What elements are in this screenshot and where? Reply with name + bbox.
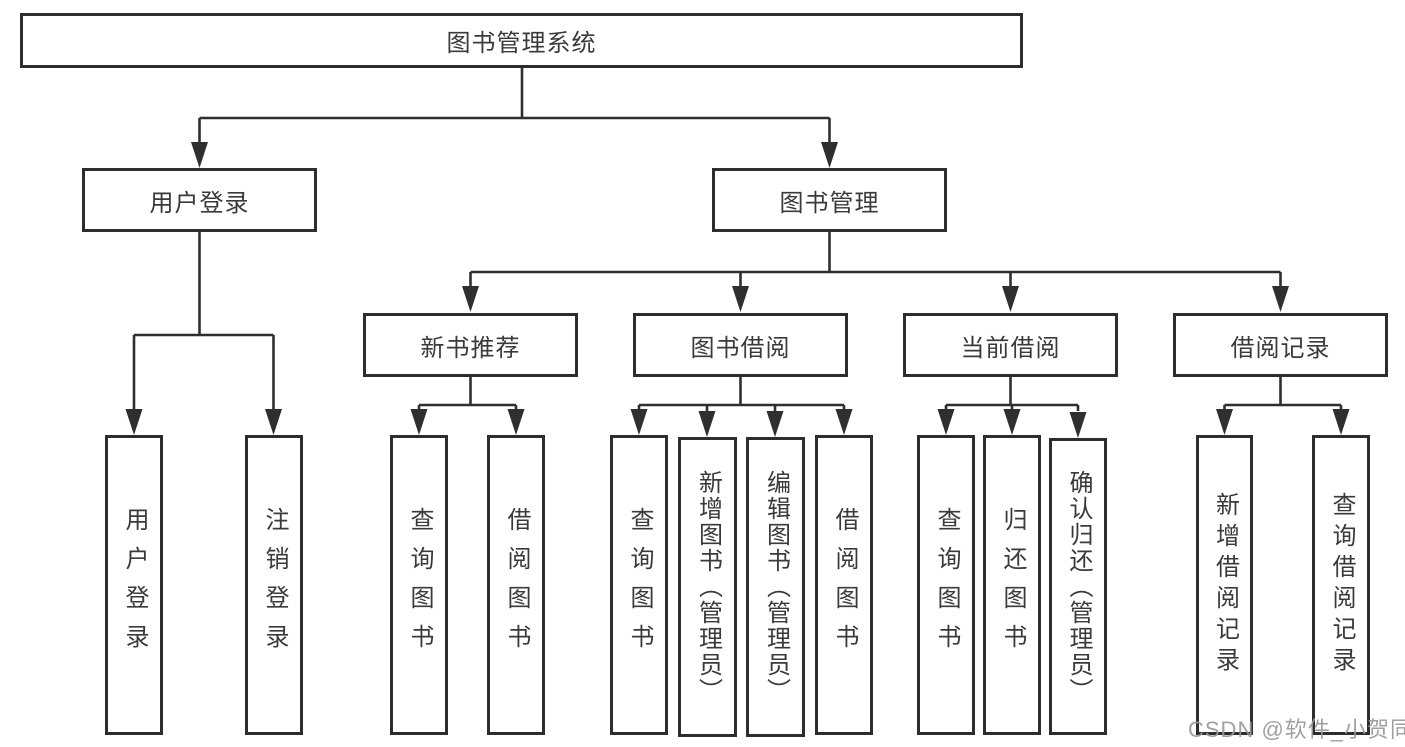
csdn-watermark: CSDN @软件_小贺同学: [1188, 717, 1405, 742]
node-user-login: 用户登录: [82, 168, 317, 232]
leaf-confirm-return-admin: 确认归还（管理员）: [1049, 438, 1107, 735]
leaf-query-books-current-label: 查询图书: [933, 507, 960, 663]
leaf-add-borrowing-record: 新增借阅记录: [1196, 435, 1253, 735]
leaf-return-books: 归还图书: [983, 435, 1041, 735]
leaf-return-books-label: 归还图书: [999, 507, 1026, 663]
leaf-borrow-books-label: 借阅图书: [831, 507, 858, 663]
leaf-query-books-borrowing-label: 查询图书: [626, 507, 653, 663]
leaf-logout-label: 注销登录: [261, 507, 288, 663]
connectors-book-borrowing-to-leaves: [630, 377, 853, 437]
leaf-edit-books-admin-label: 编辑图书（管理员）: [762, 470, 790, 704]
connectors-root-to-level2: [191, 68, 838, 168]
leaf-query-borrowing-record-label: 查询借阅记录: [1328, 492, 1355, 678]
node-current-borrowing: 当前借阅: [903, 313, 1118, 377]
leaf-borrow-books-recommend-label: 借阅图书: [503, 507, 530, 663]
connectors-book-management-to-level3: [462, 232, 1289, 312]
leaf-query-books-recommend-label: 查询图书: [406, 507, 433, 663]
connectors-new-book-to-leaves: [410, 377, 525, 435]
connectors-current-borrowing-to-leaves: [937, 377, 1087, 438]
leaf-query-books-borrowing: 查询图书: [610, 435, 668, 735]
node-book-borrowing: 图书借阅: [633, 313, 848, 377]
node-borrowing-records: 借阅记录: [1173, 313, 1388, 377]
leaf-user-login-label: 用户登录: [121, 507, 148, 663]
connectors-borrowing-records-to-leaves: [1216, 377, 1350, 435]
leaf-add-books-admin: 新增图书（管理员）: [678, 437, 737, 737]
leaf-query-books-current: 查询图书: [917, 435, 975, 735]
leaf-logout: 注销登录: [245, 435, 303, 735]
leaf-borrow-books: 借阅图书: [815, 435, 873, 735]
leaf-edit-books-admin: 编辑图书（管理员）: [746, 437, 805, 737]
node-new-book-recommendation: 新书推荐: [363, 313, 578, 377]
leaf-user-login: 用户登录: [105, 435, 163, 735]
node-library-management-system: 图书管理系统: [20, 13, 1023, 68]
leaf-query-borrowing-record: 查询借阅记录: [1312, 435, 1370, 735]
leaf-add-borrowing-record-label: 新增借阅记录: [1211, 492, 1239, 678]
leaf-borrow-books-recommend: 借阅图书: [487, 435, 545, 735]
leaf-add-books-admin-label: 新增图书（管理员）: [694, 470, 722, 704]
leaf-query-books-recommend: 查询图书: [390, 435, 448, 735]
connectors-user-login-to-leaves: [125, 232, 282, 435]
leaf-confirm-return-admin-label: 确认归还（管理员）: [1065, 469, 1092, 704]
node-book-management: 图书管理: [712, 168, 947, 232]
